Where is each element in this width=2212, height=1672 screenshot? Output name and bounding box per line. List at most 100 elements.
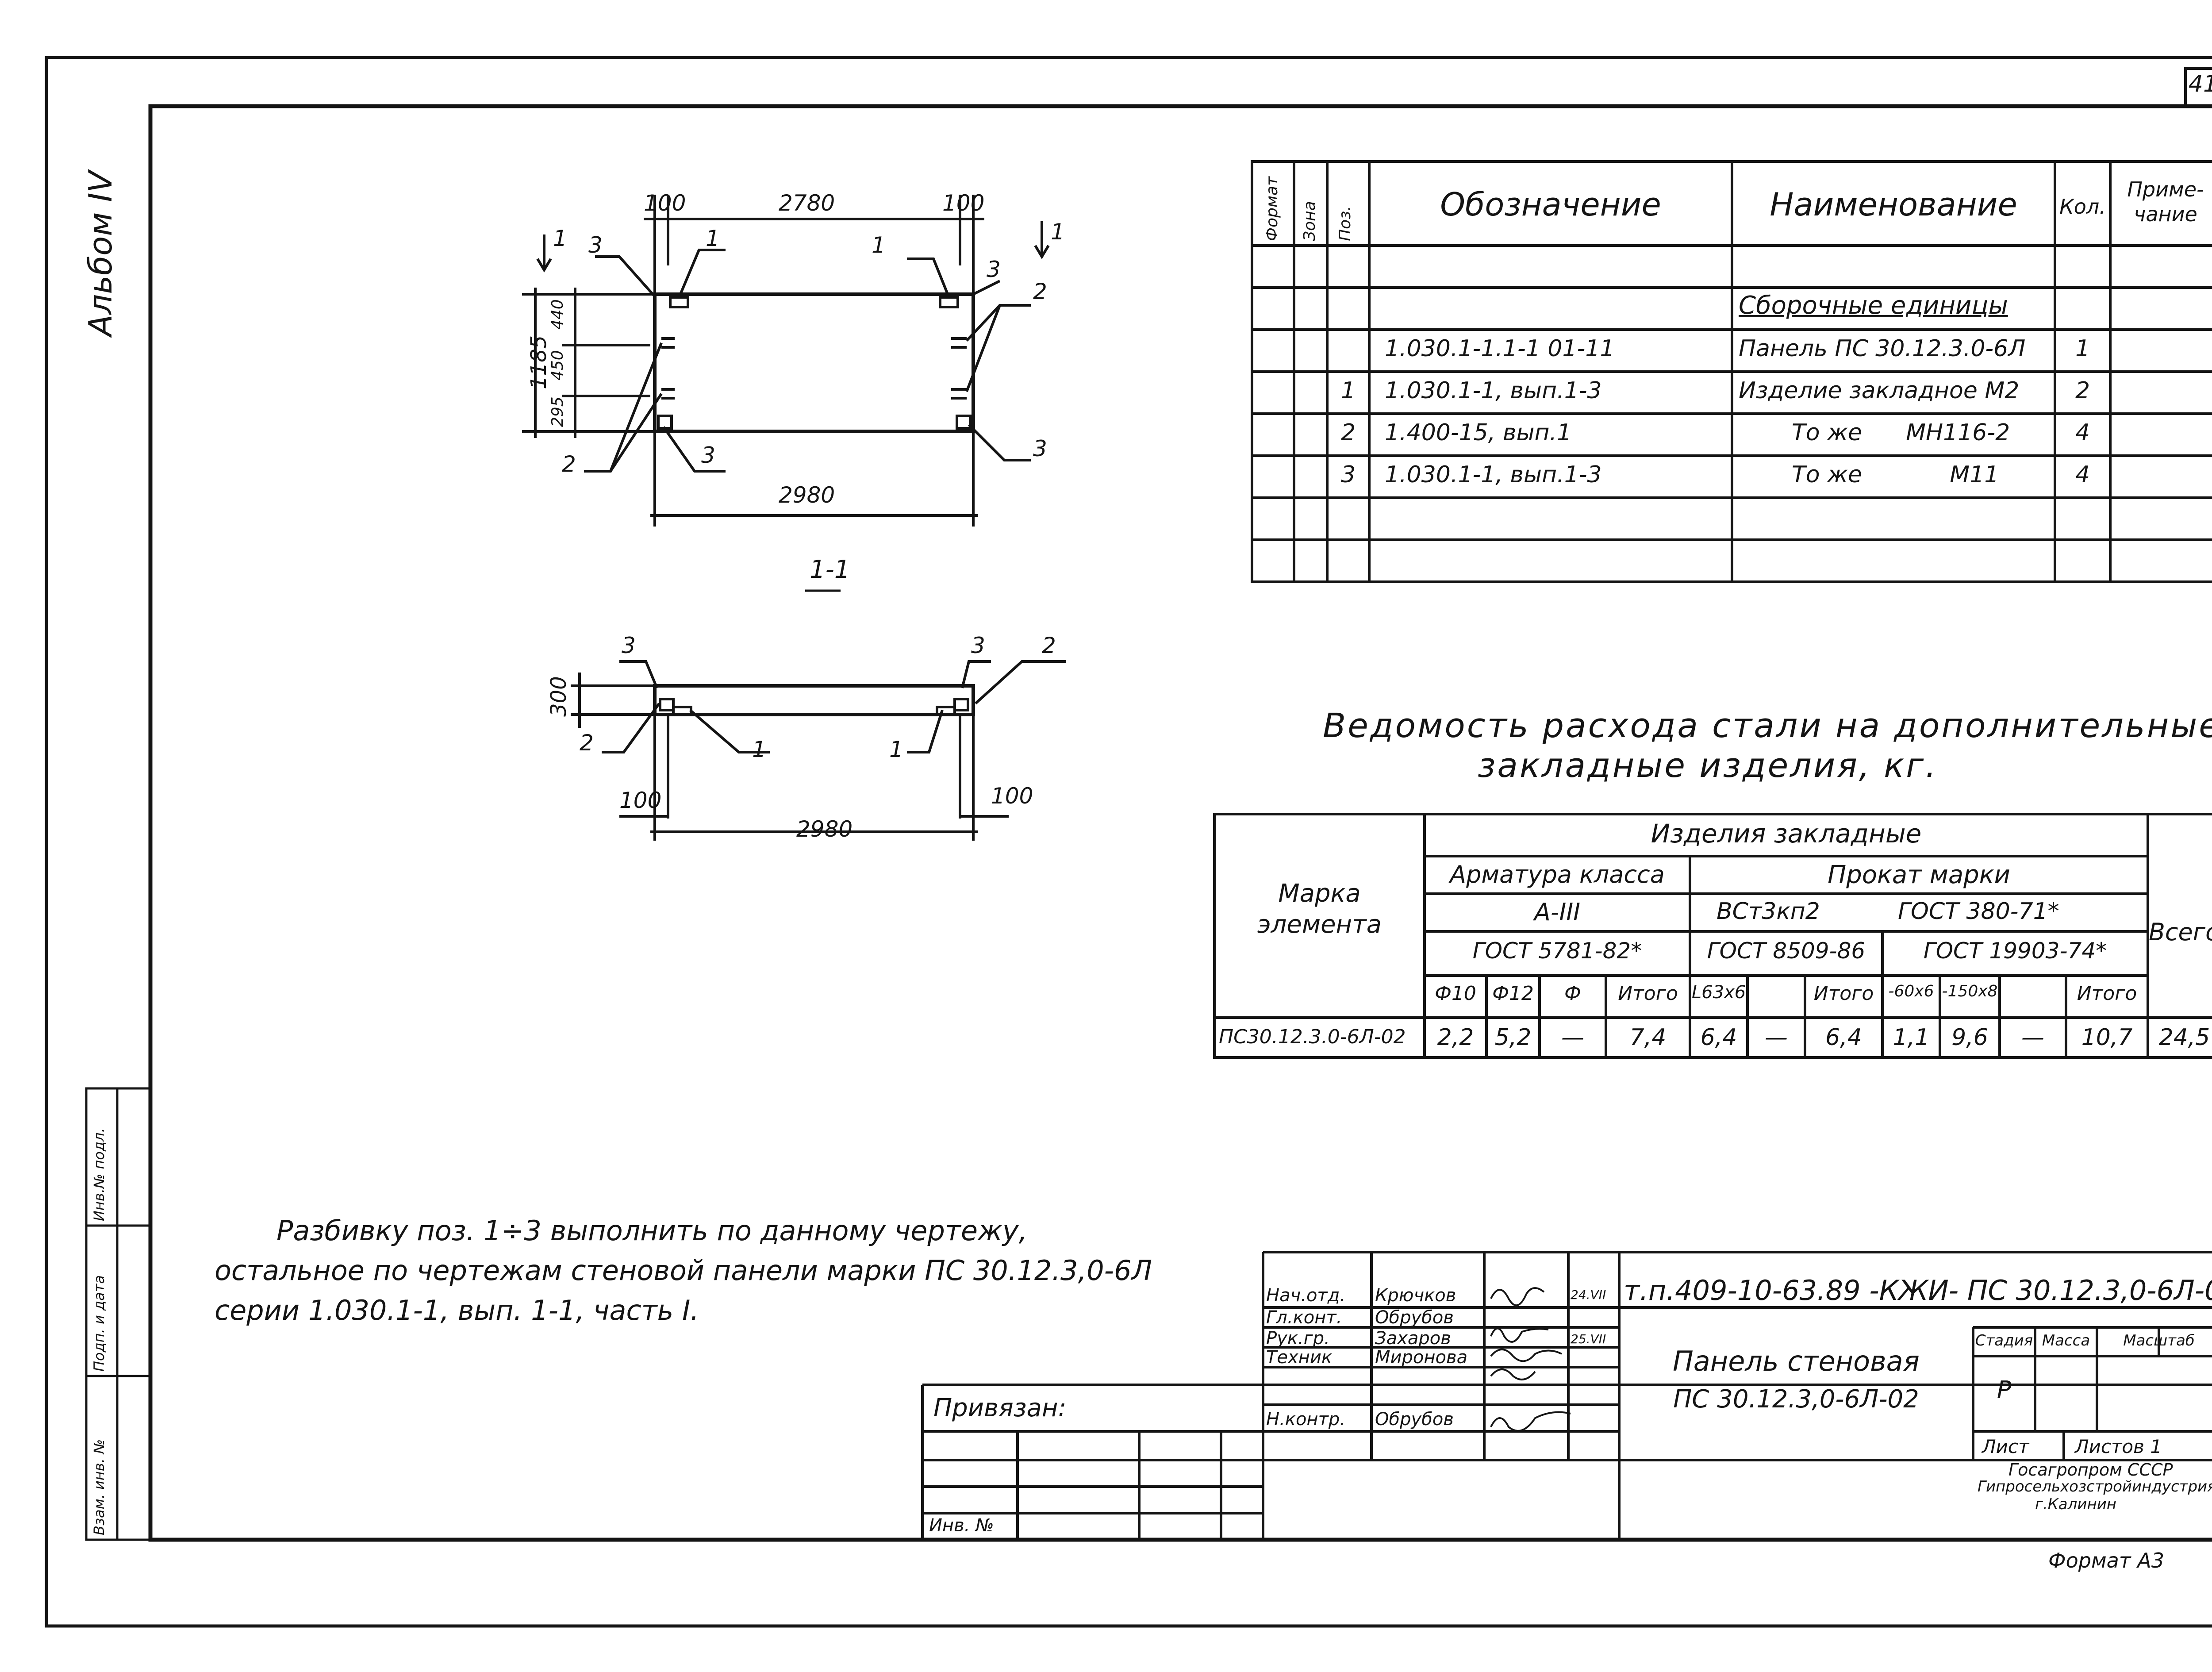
- spec-header-zone: Зона: [1301, 201, 1319, 241]
- spec-pos: 3: [1340, 461, 1356, 488]
- tb-name: Захаров: [1375, 1328, 1451, 1349]
- callout: 3: [701, 442, 715, 468]
- steel-table-title-1: Ведомость расхода стали на дополнительны…: [1323, 706, 2212, 745]
- tb-role: Техник: [1266, 1347, 1333, 1368]
- dim-h1: 440: [549, 299, 567, 330]
- steel-cell: 7,4: [1629, 1024, 1667, 1051]
- dim-bottom: 2980: [779, 482, 835, 508]
- spec-designation: 1.030.1-1.1-1 01-11: [1385, 335, 1615, 362]
- spec-designation: 1.400-15, вып.1: [1385, 419, 1572, 446]
- tb-stage: Р: [1997, 1376, 2012, 1404]
- side-stamp-replace: Взам. инв. №: [91, 1439, 108, 1535]
- spec-name: То же М11: [1792, 461, 1999, 488]
- tb-h-scale: Масштаб: [2123, 1332, 2195, 1349]
- steel-sub: Итого: [1813, 982, 1874, 1005]
- tb-sheets: Листов 1: [2075, 1436, 2162, 1457]
- steel-cell: 10,7: [2081, 1024, 2133, 1051]
- side-stamp-inv: Инв.№ подл.: [91, 1128, 108, 1221]
- note-line-1: Разбивку поз. 1÷3 выполнить по данному ч…: [276, 1215, 1028, 1247]
- signatures: [1490, 1287, 1571, 1432]
- steel-sub: Итого: [2077, 982, 2137, 1005]
- callout: 2: [1033, 279, 1047, 304]
- steel-cell: 5,2: [1494, 1024, 1532, 1051]
- tb-name: Миронова: [1375, 1347, 1468, 1368]
- note-line-2: остальное по чертежам стеновой панели ма…: [215, 1254, 1152, 1287]
- steel-header-rebar-class: А-III: [1534, 898, 1581, 926]
- dim-left: 100: [644, 190, 686, 216]
- dim-h2: 450: [549, 350, 567, 381]
- steel-cell: —: [1765, 1024, 1788, 1051]
- steel-row-total: 24,5: [2158, 1024, 2210, 1051]
- spec-name: То же МН116-2: [1792, 419, 2010, 446]
- steel-header-group: Изделия закладные: [1651, 819, 1922, 849]
- dim-right: 100: [942, 190, 985, 216]
- callout: 1: [872, 232, 886, 258]
- spec-header-qty: Кол.: [2059, 195, 2106, 219]
- steel-cell: 9,6: [1951, 1024, 1988, 1051]
- spec-designation: 1.030.1-1, вып.1-3: [1385, 377, 1602, 404]
- tb-date: 24.VII: [1571, 1288, 1606, 1302]
- callout: 2: [1042, 633, 1056, 658]
- tb-role: Рук.гр.: [1266, 1328, 1330, 1349]
- dim-middle: 2780: [779, 190, 835, 216]
- steel-header-rebar: Арматура класса: [1450, 861, 1665, 888]
- tb-inv: Инв. №: [929, 1515, 994, 1536]
- steel-cell: 6,4: [1700, 1024, 1737, 1051]
- outer-frame: [45, 56, 2212, 1628]
- spec-table-grid: [1251, 160, 2212, 583]
- steel-header-gost19903: ГОСТ 19903-74*: [1923, 938, 2107, 964]
- steel-header-rebar-gost: ГОСТ 5781-82*: [1472, 938, 1642, 964]
- steel-sub: -60x6: [1888, 982, 1934, 1000]
- sheet-number-box: [2184, 67, 2212, 108]
- steel-sub: Ф: [1564, 982, 1581, 1005]
- tb-h-mass: Масса: [2042, 1332, 2090, 1349]
- spec-header-pos: Поз.: [1336, 206, 1354, 241]
- dim-h3: 295: [549, 396, 567, 427]
- side-stamp-lines: [85, 1087, 152, 1541]
- spec-qty: 4: [2075, 419, 2090, 446]
- spec-qty: 2: [2075, 377, 2090, 404]
- callout: 3: [588, 232, 603, 258]
- steel-cell: —: [2021, 1024, 2044, 1051]
- dim-left: 100: [619, 788, 662, 813]
- callout: 2: [562, 451, 576, 477]
- callout: 1: [706, 226, 720, 251]
- tb-role: Н.контр.: [1266, 1409, 1345, 1430]
- callout: 2: [580, 730, 594, 756]
- tb-org-3: г.Калинин: [2035, 1495, 2117, 1513]
- tb-format: Формат А3: [2048, 1549, 2164, 1572]
- dim-height: 1185: [526, 335, 551, 389]
- section-title: 1-1: [810, 555, 850, 584]
- tb-bound: Привязан:: [933, 1394, 1067, 1422]
- side-stamp-sign: Подп. и дата: [91, 1275, 108, 1372]
- section-view-drawing: [571, 589, 1066, 841]
- steel-header-total: Всего: [2148, 918, 2212, 946]
- steel-sub: Ф10: [1435, 982, 1476, 1005]
- callout: 3: [622, 633, 636, 658]
- steel-sub: -150x8: [1942, 982, 1998, 1000]
- album-label: Альбом IV: [82, 171, 119, 336]
- steel-sub: L63x6: [1691, 982, 1746, 1003]
- spec-designation: 1.030.1-1, вып.1-3: [1385, 461, 1602, 488]
- tb-code: т.п.409-10-63.89 -КЖИ- ПС 30.12.3,0-6Л-0…: [1624, 1274, 2212, 1307]
- title-block-grid: [921, 1251, 2212, 1540]
- steel-table-grid: [1213, 813, 2212, 1059]
- callout: 3: [987, 257, 1001, 282]
- section-mark: 1: [553, 226, 567, 251]
- steel-header-rolled: Прокат марки: [1828, 861, 2010, 889]
- spec-section-title: Сборочные единицы: [1739, 291, 2008, 320]
- spec-name: Панель ПС 30.12.3.0-6Л: [1739, 335, 2026, 362]
- steel-row-mark: ПС30.12.3.0-6Л-02: [1219, 1026, 1406, 1048]
- steel-header-steel: ВСт3кп2: [1717, 898, 1820, 925]
- tb-product-1: Панель стеновая: [1673, 1345, 1920, 1377]
- callout: 1: [889, 737, 903, 762]
- steel-sub: Итого: [1618, 982, 1678, 1005]
- tb-role: Гл.конт.: [1266, 1307, 1342, 1328]
- tb-product-2: ПС 30.12.3,0-6Л-02: [1673, 1385, 1919, 1414]
- callout: 1: [752, 737, 766, 762]
- spec-pos: 1: [1340, 377, 1356, 404]
- steel-header-mark: Марка элемента: [1257, 879, 1382, 939]
- sheet-number: 41: [2188, 71, 2212, 97]
- steel-cell: 1,1: [1893, 1024, 1930, 1051]
- spec-pos: 2: [1340, 419, 1356, 446]
